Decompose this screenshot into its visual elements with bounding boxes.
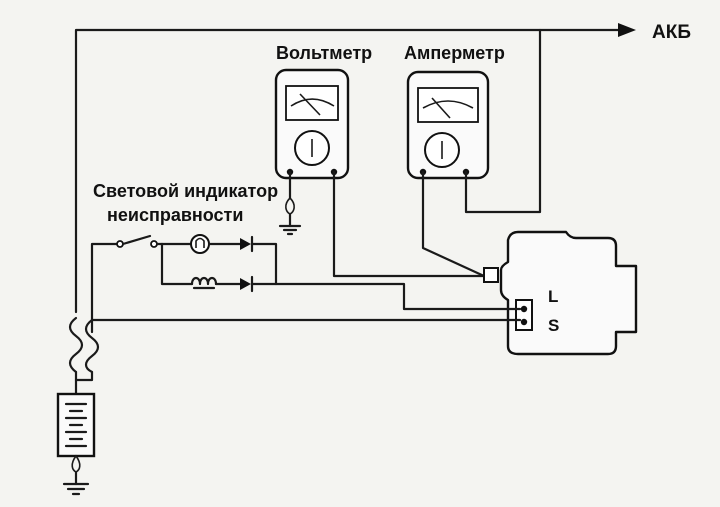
alternator: [483, 230, 638, 356]
ammeter-to-bus-wire: [464, 28, 542, 214]
diode-lower: [240, 275, 254, 293]
terminal-S-label: S: [548, 316, 559, 335]
fuse-block: [68, 316, 100, 382]
ammeter: [406, 70, 490, 180]
terminal-L-label: L: [548, 287, 558, 306]
ignition-switch: [90, 234, 164, 334]
warning-lamp: [160, 234, 242, 254]
battery-ground: [62, 454, 90, 496]
battery-terminal-label: АКБ: [652, 22, 691, 43]
lamp-to-L-terminal-wire: [250, 282, 522, 311]
battery-bus-wire: [74, 23, 636, 314]
indicator-label-line2: неисправности: [107, 205, 243, 225]
diode-upper: [240, 235, 254, 253]
ammeter-label: Амперметр: [404, 43, 505, 63]
voltmeter-to-alternator-wire: [332, 170, 486, 278]
ammeter-to-alternator-wire: [421, 170, 486, 278]
battery: [56, 378, 96, 458]
indicator-label-line1: Световой индикатор: [93, 181, 278, 201]
voltmeter: [274, 68, 350, 180]
voltmeter-label: Вольтметр: [276, 43, 372, 63]
resistor-branch: [160, 242, 242, 290]
voltmeter-ground-wire: [278, 170, 302, 236]
lamp-branch-wire: [250, 242, 278, 286]
